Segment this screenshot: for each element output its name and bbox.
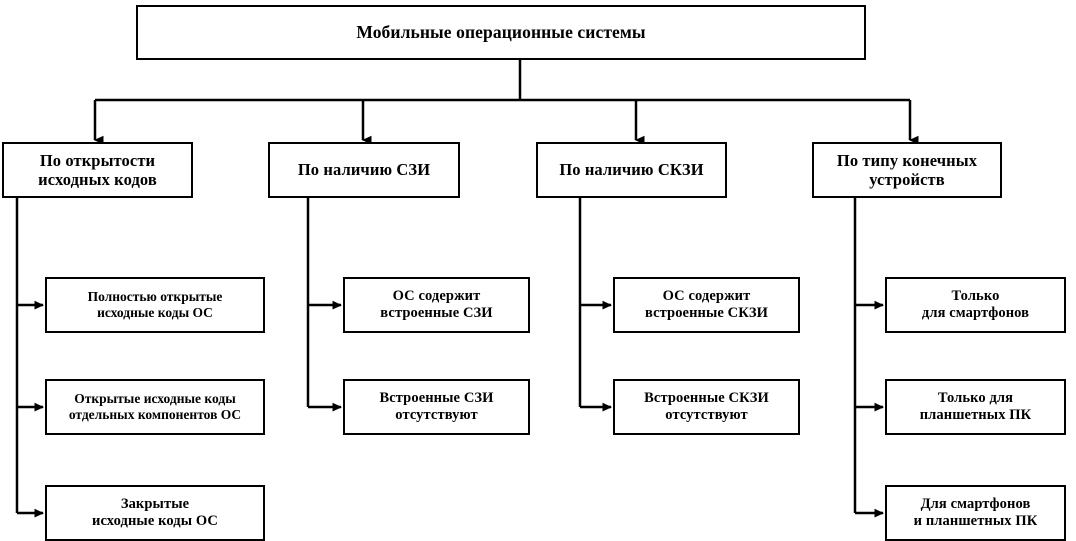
- node-leaf-4-3[interactable]: Для смартфонов и планшетных ПК: [885, 485, 1066, 541]
- node-leaf-1-1[interactable]: Полностью открытые исходные коды ОС: [45, 277, 265, 333]
- node-category-1[interactable]: По открытости исходных кодов: [2, 142, 193, 198]
- node-leaf-3-2[interactable]: Встроенные СКЗИ отсутствуют: [613, 379, 800, 435]
- connector-group: [15, 60, 919, 518]
- node-leaf-2-2[interactable]: Встроенные СЗИ отсутствуют: [343, 379, 530, 435]
- node-leaf-1-3[interactable]: Закрытые исходные коды ОС: [45, 485, 265, 541]
- node-leaf-1-2[interactable]: Открытые исходные коды отдельных компоне…: [45, 379, 265, 435]
- node-leaf-3-1[interactable]: ОС содержит встроенные СКЗИ: [613, 277, 800, 333]
- node-leaf-2-1[interactable]: ОС содержит встроенные СЗИ: [343, 277, 530, 333]
- node-leaf-4-1[interactable]: Только для смартфонов: [885, 277, 1066, 333]
- node-category-3[interactable]: По наличию СКЗИ: [536, 142, 727, 198]
- node-root[interactable]: Мобильные операционные системы: [136, 5, 866, 60]
- node-category-4[interactable]: По типу конечных устройств: [812, 142, 1002, 198]
- node-leaf-4-2[interactable]: Только для планшетных ПК: [885, 379, 1066, 435]
- node-category-2[interactable]: По наличию СЗИ: [268, 142, 460, 198]
